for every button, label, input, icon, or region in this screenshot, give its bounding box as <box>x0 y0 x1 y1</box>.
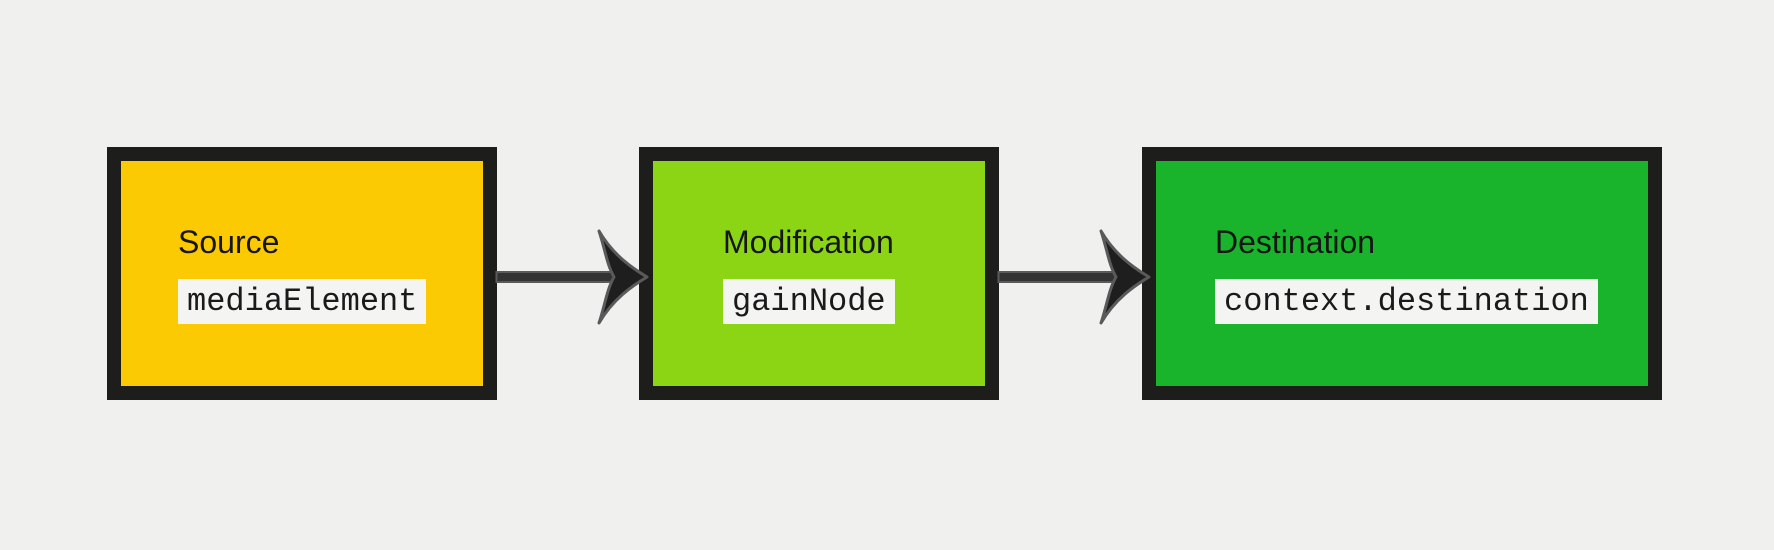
node-source: Source mediaElement <box>107 147 497 400</box>
arrow-shaft <box>495 271 617 283</box>
arrow-head <box>1099 229 1151 325</box>
node-destination: Destination context.destination <box>1142 147 1662 400</box>
arrow-modification-to-destination <box>997 229 1151 325</box>
arrow-head <box>597 229 649 325</box>
node-modification: Modification gainNode <box>639 147 999 400</box>
arrow-shaft <box>997 271 1119 283</box>
node-source-code-chip: mediaElement <box>178 278 427 324</box>
node-destination-title: Destination <box>1215 224 1376 261</box>
node-modification-code-chip: gainNode <box>723 278 895 324</box>
node-source-title: Source <box>178 224 280 261</box>
node-destination-code-chip: context.destination <box>1215 278 1598 324</box>
node-modification-title: Modification <box>723 224 894 261</box>
arrow-source-to-modification <box>495 229 649 325</box>
